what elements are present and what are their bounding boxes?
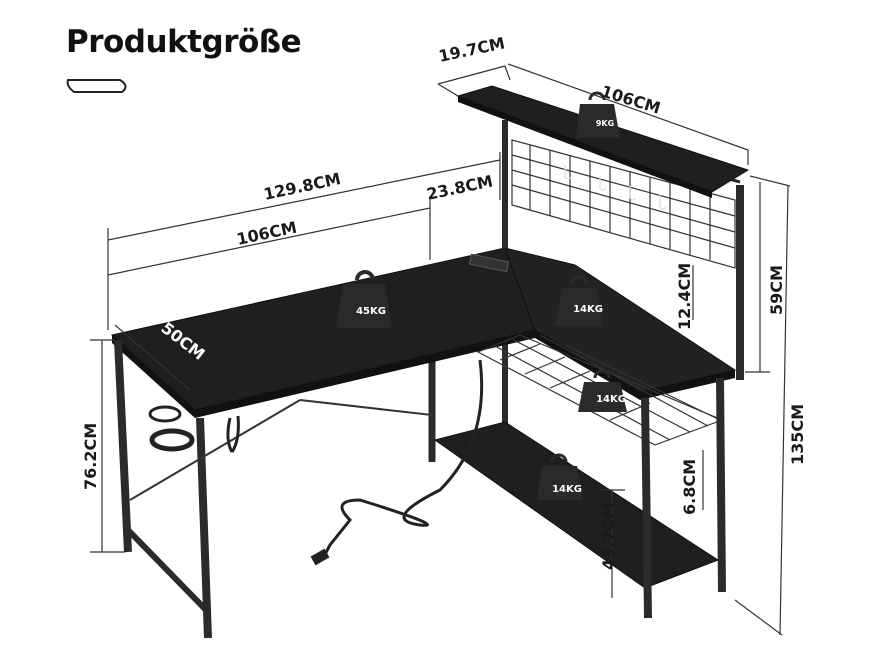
title-underline	[66, 79, 127, 93]
dim-desk-width: 106CM	[235, 218, 299, 249]
dim-total-width: 129.8CM	[262, 169, 343, 204]
weight-label: 45KG	[356, 306, 386, 317]
weight-14kg-grid: 14KG	[578, 369, 627, 412]
weight-45kg: 45KG	[336, 270, 392, 328]
cup-holder	[149, 428, 195, 452]
weight-14kg-side: 14KG	[555, 275, 603, 326]
weight-label: 14KG	[596, 394, 626, 405]
weight-14kg-bottom: 14KG	[537, 453, 583, 500]
dim-shelf-gap: 6.8CM	[680, 459, 699, 515]
hutch-top-shelf	[456, 85, 750, 193]
dim-bottom-shelf-height: 43.7CM	[599, 503, 618, 570]
bottom-shelf	[433, 421, 720, 589]
dim-hutch-gap: 12.4CM	[675, 263, 694, 330]
weight-label: 14KG	[573, 304, 603, 315]
pegboard-grid	[511, 139, 736, 269]
power-cable	[320, 359, 484, 561]
page-title: Produktgröße	[66, 24, 302, 60]
desk-illustration	[110, 85, 750, 639]
dim-shelf-depth: 19.7CM	[437, 33, 507, 66]
weight-label: 14KG	[552, 484, 582, 495]
dim-hutch-height: 59CM	[767, 265, 786, 315]
dim-desk-height: 76.2CM	[81, 423, 100, 490]
headphone-hook	[226, 415, 240, 453]
dim-side-width: 23.8CM	[425, 171, 495, 204]
dim-total-height: 135CM	[788, 404, 807, 465]
dimension-lines	[90, 63, 791, 636]
power-strip	[468, 253, 510, 273]
weight-label: 9KG	[596, 119, 614, 128]
